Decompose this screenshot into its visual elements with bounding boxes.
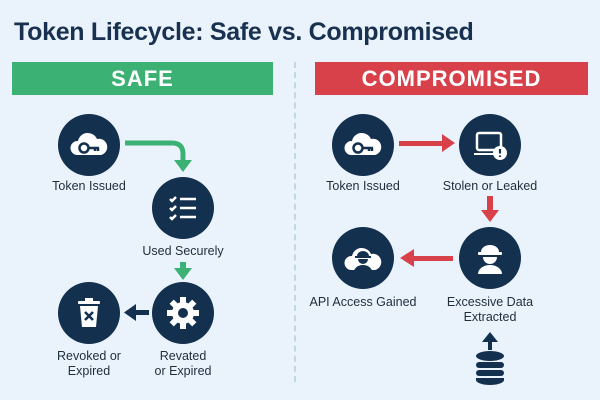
db-arrow-head bbox=[482, 332, 498, 342]
hacker-icon bbox=[478, 245, 502, 274]
safe-banner: SAFE bbox=[12, 62, 273, 95]
comp-arrow-3-head bbox=[400, 249, 414, 267]
db-arrow bbox=[488, 340, 492, 350]
label-line: Revated bbox=[159, 349, 207, 363]
database-upload-icon bbox=[476, 351, 504, 385]
laptop-alert-icon bbox=[474, 131, 507, 160]
comp-stolen-label: Stolen or Leaked bbox=[442, 179, 538, 193]
safe-arrow-1 bbox=[125, 140, 186, 162]
comp-arrow-1-head bbox=[442, 134, 455, 152]
safe-used-securely-label: Used Securely bbox=[142, 244, 224, 258]
cloud-key-icon bbox=[344, 132, 382, 155]
safe-token-issued-label: Token Issued bbox=[52, 179, 126, 193]
label-line: Excessive Data bbox=[446, 295, 534, 309]
compromised-banner: COMPROMISED bbox=[315, 62, 588, 95]
safe-arrow-3-head bbox=[124, 304, 136, 321]
safe-arrow-1-head bbox=[174, 160, 192, 172]
comp-arrow-2 bbox=[487, 196, 493, 212]
comp-token-issued-node bbox=[332, 114, 394, 176]
comp-arrow-3 bbox=[413, 256, 453, 261]
label-line: or Expired bbox=[154, 364, 212, 378]
comp-arrow-2-head bbox=[481, 210, 499, 222]
cloud-hacker-icon bbox=[344, 247, 382, 272]
checklist-icon bbox=[169, 196, 196, 221]
cloud-key-icon bbox=[70, 132, 108, 155]
comp-arrow-1 bbox=[399, 141, 443, 146]
safe-arrow-3 bbox=[134, 310, 149, 315]
gear-icon bbox=[167, 297, 199, 329]
label-line: Extracted bbox=[463, 310, 517, 324]
safe-token-issued-node bbox=[58, 114, 120, 176]
divider bbox=[294, 62, 296, 382]
comp-excessive-node bbox=[459, 227, 521, 289]
page-title: Token Lifecycle: Safe vs. Compromised bbox=[14, 18, 474, 46]
comp-api-access-node bbox=[332, 227, 394, 289]
comp-api-access-label: API Access Gained bbox=[309, 295, 417, 309]
safe-arrow-2-head bbox=[174, 268, 192, 280]
trash-x-icon bbox=[78, 298, 100, 327]
comp-stolen-node bbox=[459, 114, 521, 176]
safe-used-securely-node bbox=[152, 177, 214, 239]
safe-arrow-2 bbox=[180, 262, 186, 270]
safe-revoked-node bbox=[58, 282, 120, 344]
safe-revated-node bbox=[152, 282, 214, 344]
comp-token-issued-label: Token Issued bbox=[326, 179, 400, 193]
label-line: Expired bbox=[67, 364, 111, 378]
label-line: Revoked or bbox=[57, 349, 121, 363]
